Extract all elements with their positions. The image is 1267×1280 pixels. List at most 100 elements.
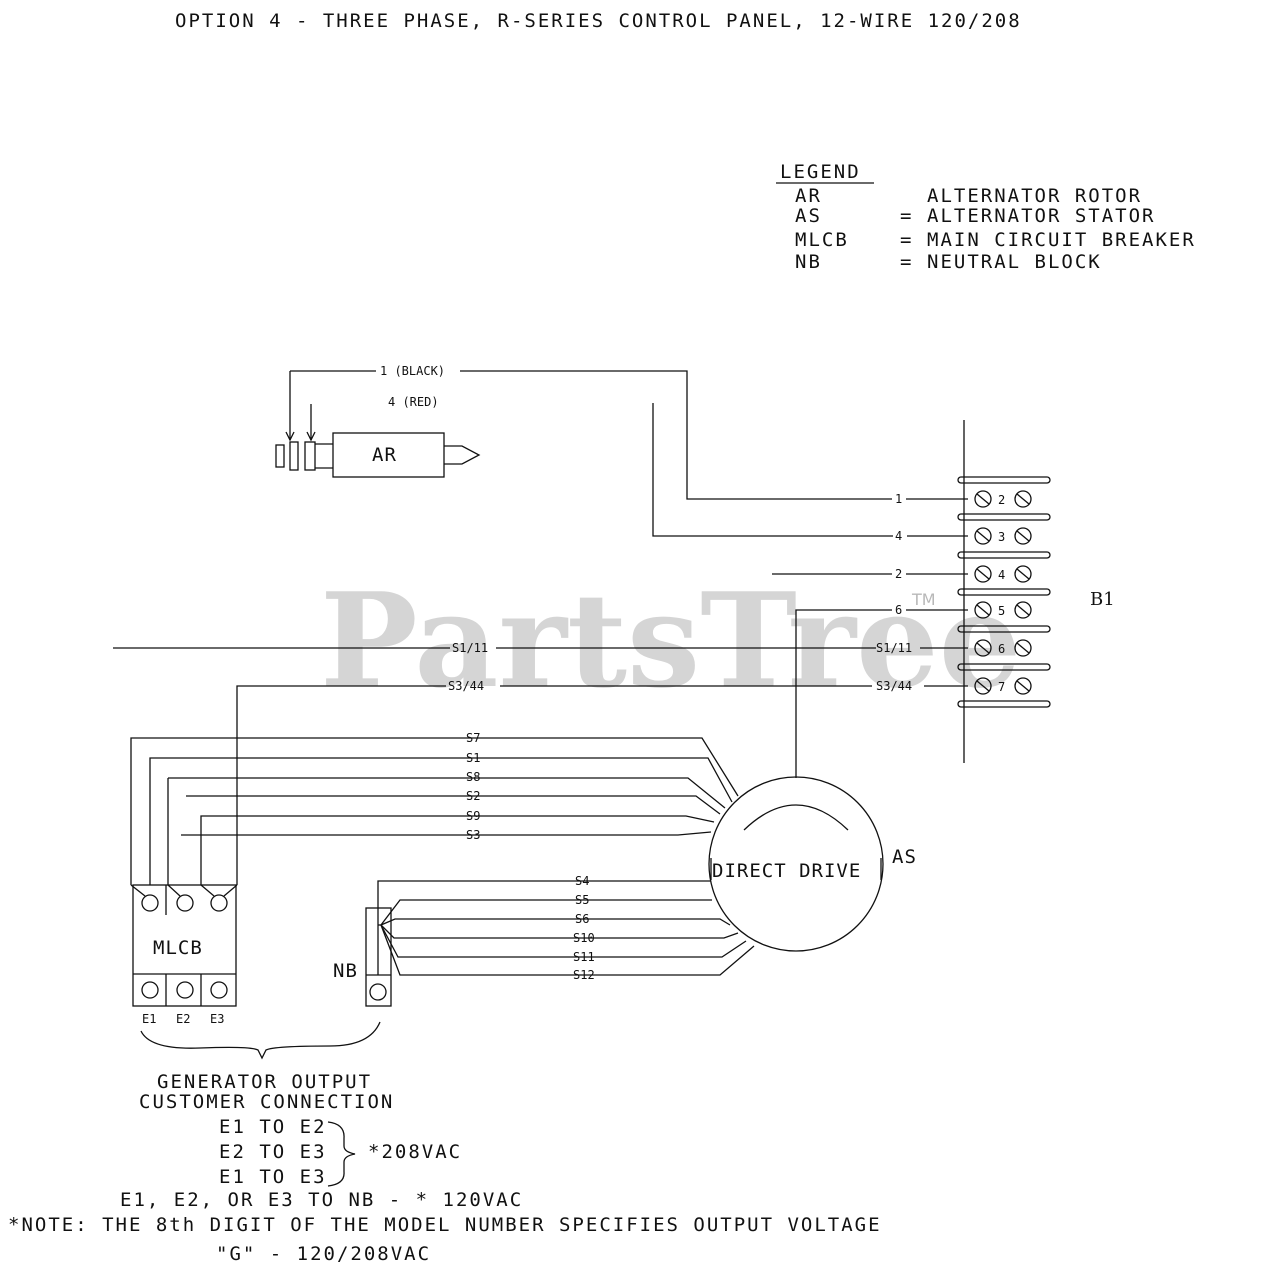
- tb-screw-right-5-slot: [1016, 642, 1030, 654]
- alternator-rotor: AR 1 (BLACK) 4 (RED): [275, 364, 481, 478]
- tb-label: B1: [1090, 589, 1115, 610]
- stator-label: DIRECT DRIVE: [712, 860, 861, 882]
- lead-s8-label: S8: [466, 770, 480, 784]
- mlcb-out-e2: E2: [176, 1012, 190, 1026]
- mlcb-load-terminal-3: [210, 981, 228, 999]
- tb-wire-label-6: S3/44: [876, 679, 912, 693]
- nb-terminal: [369, 983, 387, 1001]
- mlcb-feed-1: [130, 884, 146, 897]
- tb-screw-right-1: [1014, 490, 1032, 508]
- tb-separator-1: [957, 476, 1051, 484]
- slip-ring-1: [275, 444, 285, 468]
- tb-screw-right-1-slot: [1016, 493, 1030, 505]
- lead-s7: [130, 737, 739, 885]
- output-voltage-ln: E1, E2, OR E3 TO NB - * 120VAC: [120, 1189, 523, 1211]
- lead-s2-label: S2: [466, 789, 480, 803]
- rotor-body: [332, 432, 445, 478]
- lead-s4: [377, 880, 711, 975]
- tb-screw-left-1: [974, 490, 992, 508]
- s1-11-label-left: S1/11: [452, 641, 488, 655]
- mlcb-out-e1: E1: [142, 1012, 156, 1026]
- tb-screw-right-3: [1014, 565, 1032, 583]
- lead-s8: [168, 777, 726, 809]
- output-heading-1: GENERATOR OUTPUT: [157, 1071, 372, 1093]
- lead-s7-label: S7: [466, 731, 480, 745]
- tb-screw-left-2: [974, 527, 992, 545]
- legend-code-as: AS: [795, 205, 822, 227]
- tb-wire-label-2: 4: [895, 529, 902, 543]
- mlcb-out-e3: E3: [210, 1012, 224, 1026]
- output-notes: GENERATOR OUTPUT CUSTOMER CONNECTION E1 …: [8, 1071, 882, 1265]
- mlcb-feed-2: [167, 884, 181, 897]
- legend-desc-mlcb: MAIN CIRCUIT BREAKER: [927, 229, 1196, 251]
- stator-circle: [708, 776, 884, 952]
- brush-arrow-4: [306, 431, 316, 442]
- legend: LEGEND AR ALTERNATOR ROTOR AS = ALTERNAT…: [776, 161, 1196, 273]
- tb-screw-right-6: [1014, 677, 1032, 695]
- wire-6: [795, 609, 892, 778]
- tb-screw-right-6-slot: [1016, 680, 1030, 692]
- pairs-brace: [327, 1121, 356, 1187]
- output-pair-1: E1 TO E2: [219, 1116, 327, 1138]
- mlcb-line-terminal-1: [141, 894, 159, 912]
- tb-wire-label-4: 6: [895, 603, 902, 617]
- lead-s1-label: S1: [466, 751, 480, 765]
- tb-separator-2: [957, 513, 1051, 521]
- tb-screw-left-6: [974, 677, 992, 695]
- lower-leads: S4 S5 S6 S10 S11 S12: [377, 874, 755, 982]
- tb-separator-3: [957, 551, 1051, 559]
- tb-screw-left-2-slot: [976, 530, 990, 542]
- legend-sep-as: =: [900, 205, 913, 227]
- output-brace: [140, 1021, 381, 1060]
- watermark-tm: TM: [911, 590, 936, 609]
- lead-s3-label: S3: [466, 828, 480, 842]
- legend-sep-nb: =: [900, 251, 913, 273]
- mlcb-feed-4: [223, 884, 238, 897]
- tb-separator-4: [957, 588, 1051, 596]
- tb-screw-left-5-slot: [976, 642, 990, 654]
- tb-screw-right-4: [1014, 601, 1032, 619]
- legend-sep-mlcb: =: [900, 229, 913, 251]
- rotor-wire-4-label: 4 (RED): [388, 395, 439, 409]
- tb-wire-label-1: 1: [895, 492, 902, 506]
- tb-wire-label-3: 2: [895, 567, 902, 581]
- lead-s12-label: S12: [573, 968, 595, 982]
- output-note: *NOTE: THE 8th DIGIT OF THE MODEL NUMBER…: [8, 1214, 882, 1236]
- slip-ring-2: [289, 441, 299, 471]
- tb-screw-left-3-slot: [976, 568, 990, 580]
- tb-screw-left-5: [974, 639, 992, 657]
- stator-tag: AS: [892, 846, 917, 868]
- tb-terminal-number-6: 7: [998, 680, 1005, 694]
- tb-screw-right-3-slot: [1016, 568, 1030, 580]
- rotor-label: AR: [372, 444, 397, 466]
- legend-code-nb: NB: [795, 251, 822, 273]
- tb-screw-left-3: [974, 565, 992, 583]
- nb-label: NB: [333, 960, 358, 982]
- legend-desc-nb: NEUTRAL BLOCK: [927, 251, 1102, 273]
- tb-terminal-number-5: 6: [998, 642, 1005, 656]
- lead-s4-label: S4: [575, 874, 589, 888]
- lead-s11-label: S11: [573, 950, 595, 964]
- output-voltage-ll: *208VAC: [368, 1141, 462, 1163]
- tb-wire-label-5: S1/11: [876, 641, 912, 655]
- lead-s6: [380, 918, 731, 926]
- lead-s9: [200, 815, 715, 885]
- brush-arrow-1: [285, 431, 295, 442]
- diagram-title: OPTION 4 - THREE PHASE, R-SERIES CONTROL…: [175, 10, 1022, 32]
- output-pair-2: E2 TO E3: [219, 1141, 327, 1163]
- upper-leads: S7 S1 S8 S2 S9 S3: [130, 731, 739, 885]
- rotor-shaft-end: [444, 445, 481, 465]
- neutral-block: NB: [333, 907, 392, 1007]
- legend-desc-as: ALTERNATOR STATOR: [927, 205, 1155, 227]
- mlcb-body: [132, 884, 237, 1007]
- output-pair-3: E1 TO E3: [219, 1166, 327, 1188]
- lead-s3: [181, 831, 712, 836]
- lead-s1: [149, 757, 733, 885]
- main-circuit-breaker: MLCB E1 E2 E3: [130, 884, 238, 1026]
- tb-screw-right-4-slot: [1016, 604, 1030, 616]
- lead-s5-label: S5: [575, 893, 589, 907]
- stator-arc: [743, 804, 849, 831]
- legend-desc-ar: ALTERNATOR ROTOR: [927, 185, 1142, 207]
